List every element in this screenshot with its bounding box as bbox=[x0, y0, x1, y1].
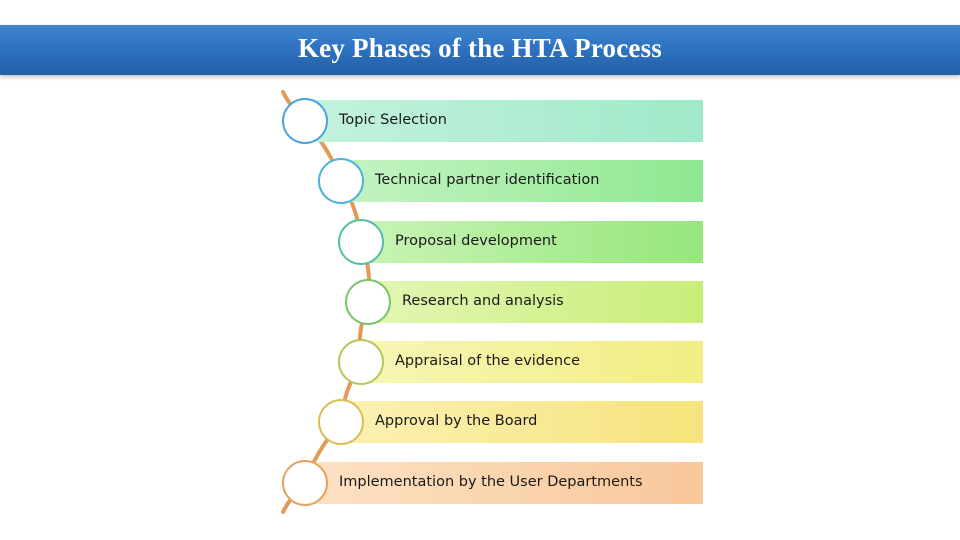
phase-bar bbox=[305, 462, 703, 504]
phase-label: Appraisal of the evidence bbox=[395, 353, 581, 369]
phase-bar bbox=[368, 281, 703, 323]
phase-row: Topic Selection bbox=[0, 98, 960, 144]
phase-label: Research and analysis bbox=[402, 293, 564, 309]
phase-label: Approval by the Board bbox=[375, 413, 538, 429]
phase-circle bbox=[338, 339, 384, 385]
title-bar: Key Phases of the HTA Process bbox=[0, 25, 960, 75]
phase-bar bbox=[341, 401, 703, 443]
phase-circle bbox=[318, 399, 364, 445]
phase-circle bbox=[318, 158, 364, 204]
phase-label: Implementation by the User Departments bbox=[339, 474, 643, 490]
phase-row: Appraisal of the evidence bbox=[0, 339, 960, 385]
phase-bar bbox=[341, 160, 703, 202]
phase-label: Technical partner identification bbox=[375, 172, 600, 188]
phase-row: Proposal development bbox=[0, 219, 960, 265]
page-title: Key Phases of the HTA Process bbox=[297, 33, 662, 63]
phase-circle bbox=[338, 219, 384, 265]
phase-row: Implementation by the User Departments bbox=[0, 460, 960, 506]
phase-label: Topic Selection bbox=[339, 112, 447, 128]
phase-circle bbox=[282, 98, 328, 144]
phase-label: Proposal development bbox=[395, 233, 557, 249]
phase-row: Technical partner identification bbox=[0, 158, 960, 204]
phase-bar bbox=[361, 221, 703, 263]
phase-row: Approval by the Board bbox=[0, 399, 960, 445]
phase-circle bbox=[282, 460, 328, 506]
phase-circle bbox=[345, 279, 391, 325]
phase-row: Research and analysis bbox=[0, 279, 960, 325]
phase-bar bbox=[305, 100, 703, 142]
phase-bar bbox=[361, 341, 703, 383]
